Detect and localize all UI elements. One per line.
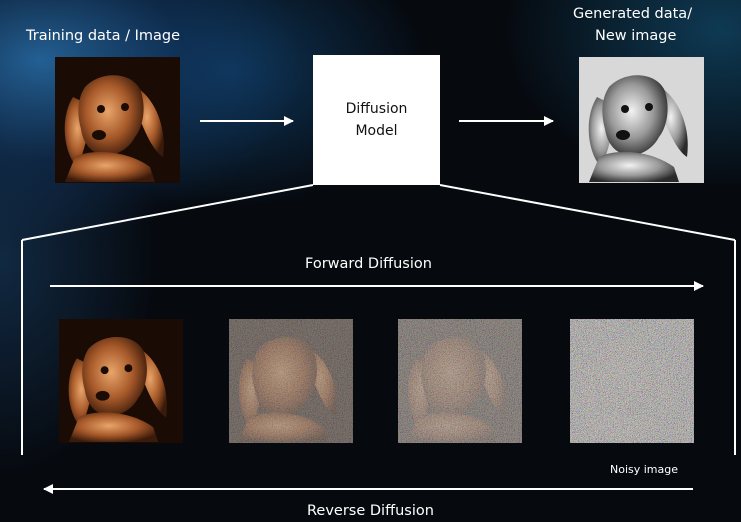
training-dog-image [55, 57, 180, 183]
stage-image-clean [59, 319, 183, 443]
training-data-label: Training data / Image [26, 28, 180, 44]
forward-diffusion-label: Forward Diffusion [305, 256, 432, 272]
funnel-line-left [21, 184, 314, 241]
stage-image-noisy-1 [229, 319, 353, 443]
reverse-diffusion-label: Reverse Diffusion [307, 503, 434, 519]
funnel-line-right [439, 184, 736, 241]
generated-data-label-line1: Generated data/ [573, 6, 693, 22]
stage-image-noisy-2 [398, 319, 522, 443]
generated-dog-image [579, 57, 704, 183]
stage-image-noisy-3 [570, 319, 694, 443]
diffusion-model-box: Diffusion Model [313, 55, 440, 185]
generated-data-label-line2: New image [595, 28, 677, 44]
model-label-line2: Model [355, 123, 398, 139]
model-label-line1: Diffusion [345, 101, 408, 117]
noisy-image-label: Noisy image [610, 463, 679, 476]
